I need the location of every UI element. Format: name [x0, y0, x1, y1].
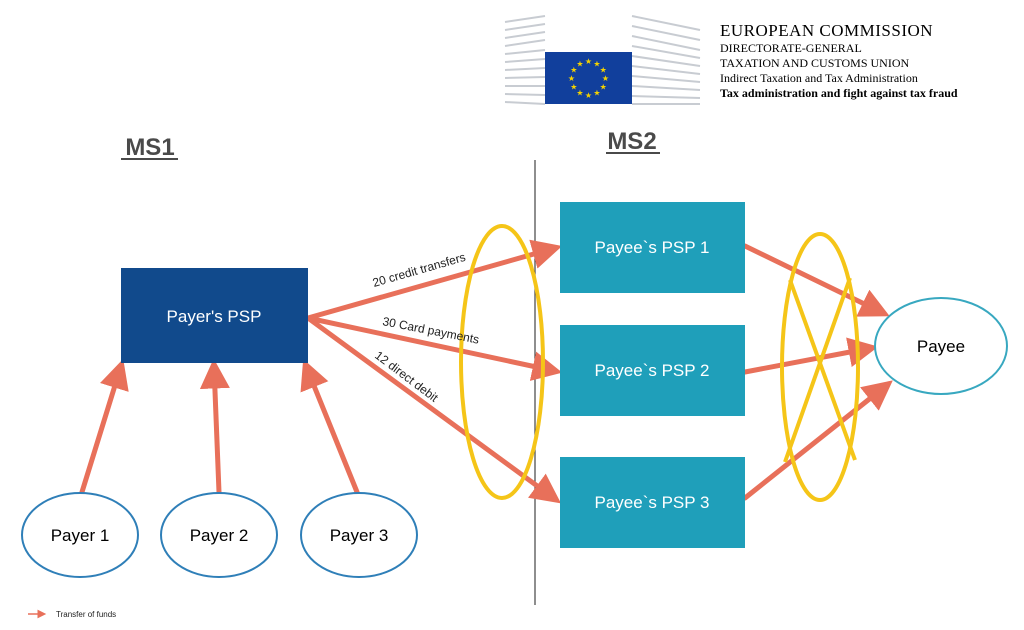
highlight-cross-2: [783, 277, 852, 463]
payee-psp-3-box: [560, 457, 745, 548]
eu-star-icon: ★: [600, 66, 607, 75]
eu-star-icon: ★: [576, 89, 583, 98]
payee-node: Payee: [874, 297, 1008, 395]
payer-1-label: Payer 1: [51, 526, 110, 545]
header-line-2: TAXATION AND CUSTOMS UNION: [720, 56, 910, 71]
region-ms1-label: MS1: [125, 134, 174, 161]
eu-star-icon: ★: [570, 66, 577, 75]
arrow-payer3-to-psp: [300, 359, 360, 495]
payee-psp-1-box: [560, 202, 745, 293]
highlight-cross-1: [788, 279, 857, 461]
eu-star-icon: ★: [585, 57, 592, 66]
eu-star-icon: ★: [593, 59, 600, 68]
eu-star-icon: ★: [602, 74, 609, 83]
payer-2-ellipse: [160, 492, 278, 578]
payee-psp-1-label: Payee`s PSP 1: [595, 238, 710, 257]
payee-psp-2-label: Payee`s PSP 2: [595, 361, 710, 380]
payee-ellipse: [874, 297, 1008, 395]
payee-label: Payee: [917, 337, 965, 356]
payer-3-node: Payer 3: [300, 492, 418, 578]
region-ms1: MS1: [121, 134, 178, 161]
header-line-3: Indirect Taxation and Tax Administration: [720, 71, 918, 86]
eu-star-icon: ★: [585, 91, 592, 100]
payer-1-node: Payer 1: [21, 492, 139, 578]
payee-psp-3-node: Payee`s PSP 3: [560, 457, 745, 548]
region-ms2: MS2: [606, 128, 660, 155]
payee-psp-2-node: Payee`s PSP 2: [560, 325, 745, 416]
arrow-psp-to-payee-psp-3: [305, 315, 562, 504]
arrow-psp-to-payee-psp-2: [305, 315, 563, 381]
eu-stars: ★★★★★★★★★★★★: [568, 57, 609, 100]
payee-psp-1-node: Payee`s PSP 1: [560, 202, 745, 293]
arrow-psp-to-payee-psp-1: [305, 239, 563, 321]
edge-label-credit-transfers: 20 credit transfers: [371, 250, 467, 290]
payer-2-label: Payer 2: [190, 526, 249, 545]
payers-psp-box: [121, 268, 308, 363]
eu-star-icon: ★: [593, 89, 600, 98]
arrow-payer1-to-psp: [79, 358, 129, 495]
payers-psp-label: Payer's PSP: [167, 307, 262, 326]
highlight-right: [780, 232, 860, 502]
logo-stripes-right: [631, 15, 701, 105]
legend: Transfer of funds: [28, 609, 116, 619]
arrow-payee-psp-3-to-payee: [742, 380, 893, 501]
eu-star-icon: ★: [568, 74, 575, 83]
logo-stripes-left: [504, 15, 546, 105]
region-ms2-label: MS2: [607, 128, 656, 155]
payee-psp-3-label: Payee`s PSP 3: [595, 493, 710, 512]
header-line-4: Tax administration and fight against tax…: [720, 86, 958, 101]
arrow-payer2-to-psp: [199, 358, 230, 495]
payers-psp-node: Payer's PSP: [121, 268, 308, 363]
eu-flag: [545, 52, 632, 104]
payer-3-ellipse: [300, 492, 418, 578]
eu-star-icon: ★: [600, 83, 607, 92]
highlight-left: [459, 224, 545, 500]
edge-label-card-payments: 30 Card payments: [381, 314, 480, 346]
edge-label-direct-debit: 12 direct debit: [372, 348, 441, 405]
legend-label: Transfer of funds: [56, 610, 116, 619]
transfer-arrows: [79, 239, 893, 504]
highlight-ellipse-left: [459, 224, 545, 500]
eu-star-icon: ★: [576, 59, 583, 68]
arrow-payee-psp-2-to-payee: [742, 337, 879, 375]
payer-3-label: Payer 3: [330, 526, 389, 545]
eu-logo: ★★★★★★★★★★★★: [504, 15, 701, 105]
arrow-payee-psp-1-to-payee: [742, 243, 890, 317]
commission-header: EUROPEAN COMMISSION DIRECTORATE-GENERAL …: [720, 20, 958, 101]
payer-2-node: Payer 2: [160, 492, 278, 578]
highlight-ellipse-right: [780, 232, 860, 502]
org-title: EUROPEAN COMMISSION: [720, 21, 934, 40]
payee-psp-2-box: [560, 325, 745, 416]
eu-star-icon: ★: [570, 83, 577, 92]
header-line-1: DIRECTORATE-GENERAL: [720, 41, 862, 56]
payer-1-ellipse: [21, 492, 139, 578]
